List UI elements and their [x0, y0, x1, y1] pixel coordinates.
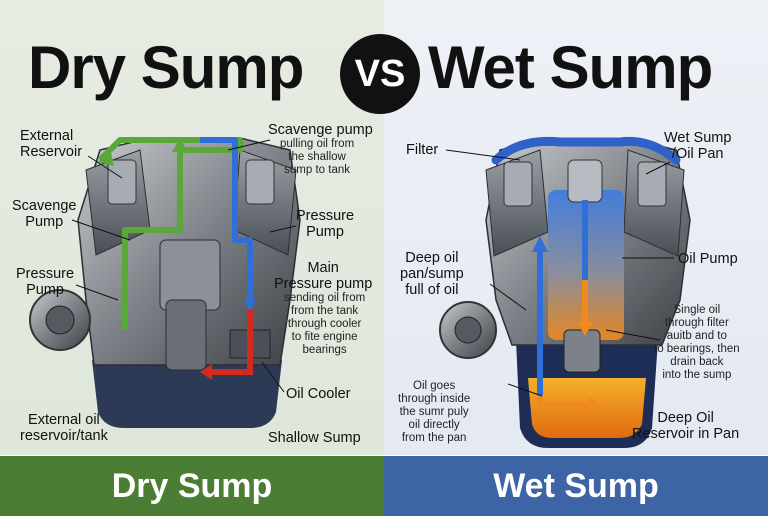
leader-deep-oil-pan	[489, 283, 527, 311]
dry-green-arrowhead-up	[172, 138, 188, 152]
wet-top-hose	[491, 136, 681, 165]
dry-shallow-sump-pan	[92, 360, 282, 428]
wet-oil-pump-unit	[563, 329, 601, 373]
label-oil-pump: Oil Pump	[678, 251, 738, 267]
leader-filter	[445, 149, 521, 161]
dry-sump-engine	[29, 137, 301, 428]
label-scavenge-pump-title: Scavenge pump	[268, 122, 373, 138]
wet-pan-flow-orange	[537, 395, 590, 408]
leader-pressure-pump-right	[269, 225, 297, 233]
wet-pulley-hub	[454, 316, 482, 344]
dry-red-arrowhead	[200, 364, 212, 380]
wet-orange-arrowhead-down	[577, 322, 593, 336]
leader-external-reservoir	[87, 155, 123, 179]
leader-scavenge-pump-right	[227, 139, 271, 151]
leader-wet-sump-oil-pan	[645, 161, 671, 175]
dry-blue-arrowhead	[244, 300, 256, 312]
dry-supply-flow-red	[210, 310, 253, 375]
leader-oil-goes	[507, 383, 543, 397]
wet-blue-arrowhead-up	[532, 236, 548, 252]
dry-oil-filter	[165, 299, 207, 371]
dry-scavenge-flow-green	[97, 137, 243, 330]
wet-valve-cover-right	[637, 161, 667, 207]
vs-badge: VS	[340, 34, 420, 114]
dry-valve-cover-left	[107, 159, 137, 205]
wet-sump-engine	[439, 136, 691, 448]
wet-orange-arrowhead-right	[588, 397, 602, 413]
dry-valve-cover-right	[245, 159, 275, 205]
label-oil-cooler: Oil Cooler	[286, 386, 351, 402]
leader-scavenge-pump	[71, 219, 131, 241]
label-wet-sump-oil-pan: Wet Sump/Oil Pan	[664, 130, 732, 162]
dry-pressure-flow-blue	[200, 137, 253, 300]
footer-wet-sump: Wet Sump	[384, 456, 768, 516]
label-shallow-sump: Shallow Sump	[268, 430, 361, 446]
dry-green-arrowhead	[98, 148, 114, 166]
leader-pressure-pump-left	[75, 284, 119, 301]
dry-pulley-hub	[45, 305, 75, 335]
title-wet-sump: Wet Sump	[428, 34, 713, 101]
leader-single-oil	[605, 329, 661, 341]
title-dry-sump: Dry Sump	[28, 34, 304, 101]
footer-dry-sump: Dry Sump	[0, 456, 384, 516]
label-filter: Filter	[406, 142, 439, 158]
wet-filter-unit	[567, 159, 603, 203]
wet-valve-cover-left	[503, 161, 533, 207]
leader-oil-cooler	[261, 361, 285, 393]
